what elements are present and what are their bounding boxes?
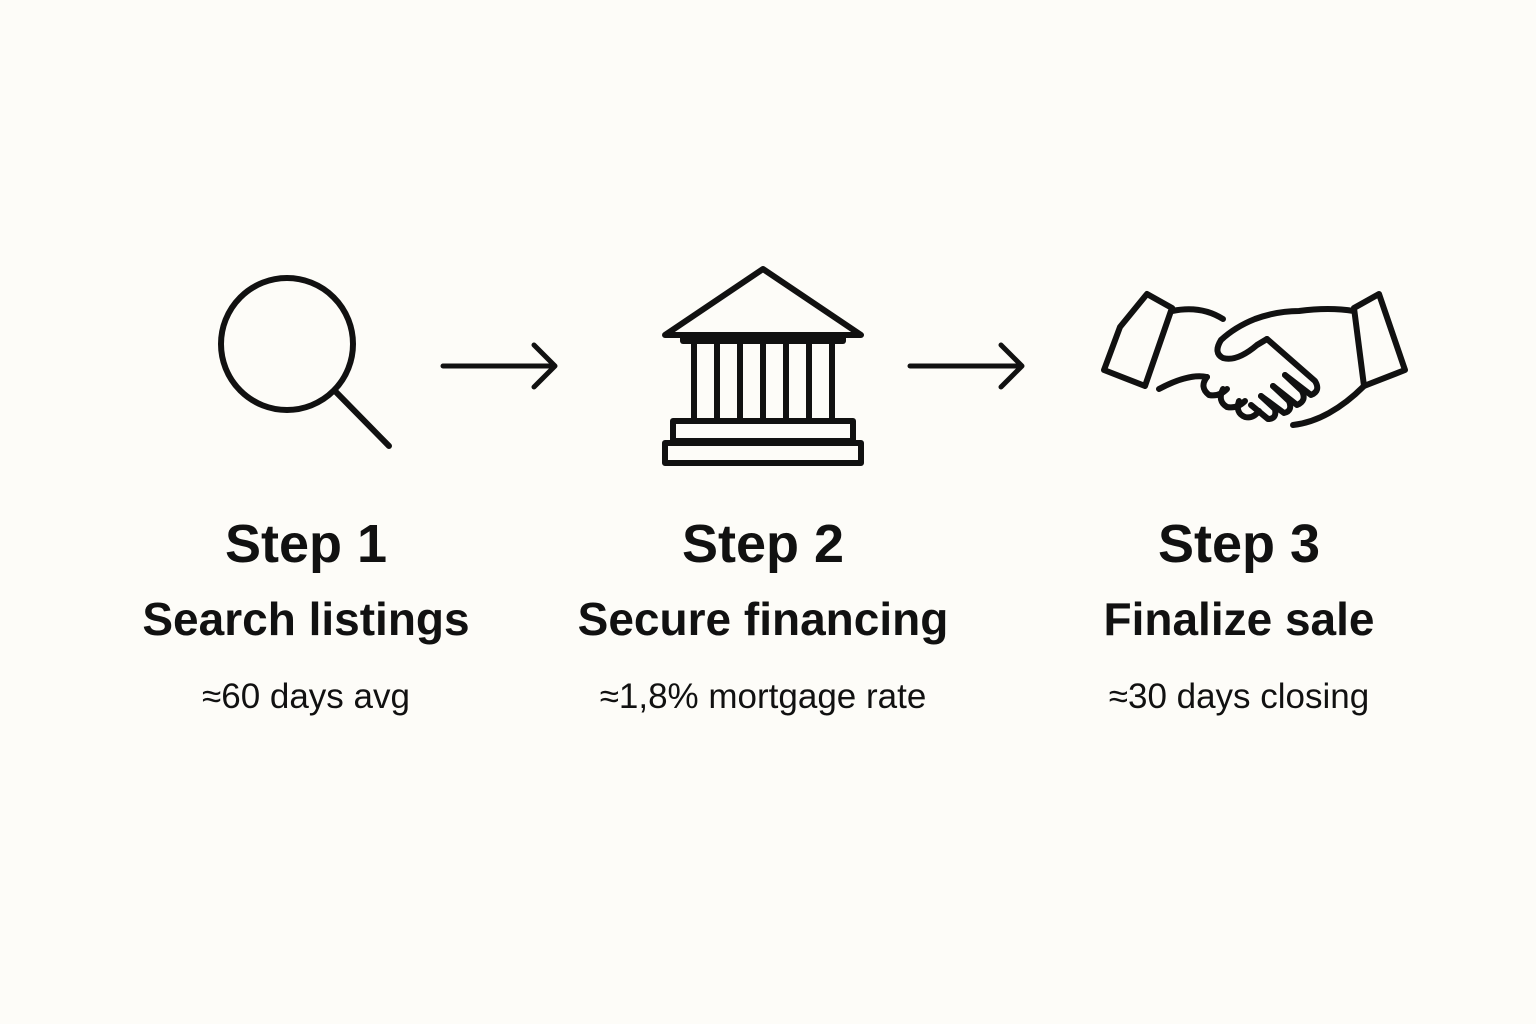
step-2-subtitle: Secure financing (577, 593, 949, 645)
arrow-right-icon (907, 342, 1025, 390)
arrow-right-icon (440, 342, 558, 390)
step-1: Step 1 Search listings ≈60 days avg (76, 0, 536, 1024)
step-1-stat: ≈60 days avg (202, 677, 410, 716)
step-3-subtitle: Finalize sale (1103, 593, 1375, 645)
step-2-title: Step 2 (681, 514, 845, 574)
step-1-subtitle: Search listings (142, 593, 470, 645)
step-3: Step 3 Finalize sale ≈30 days closing (1009, 0, 1469, 1024)
handshake-icon (1101, 291, 1408, 428)
step-2-stat: ≈1,8% mortgage rate (599, 677, 927, 716)
step-2: Step 2 Secure financing ≈1,8% mortgage r… (533, 0, 993, 1024)
step-3-stat: ≈30 days closing (1108, 677, 1370, 716)
step-3-title: Step 3 (1157, 514, 1321, 574)
magnifying-glass-icon (218, 275, 392, 449)
bank-building-icon (662, 266, 864, 466)
step-1-title: Step 1 (224, 514, 388, 574)
